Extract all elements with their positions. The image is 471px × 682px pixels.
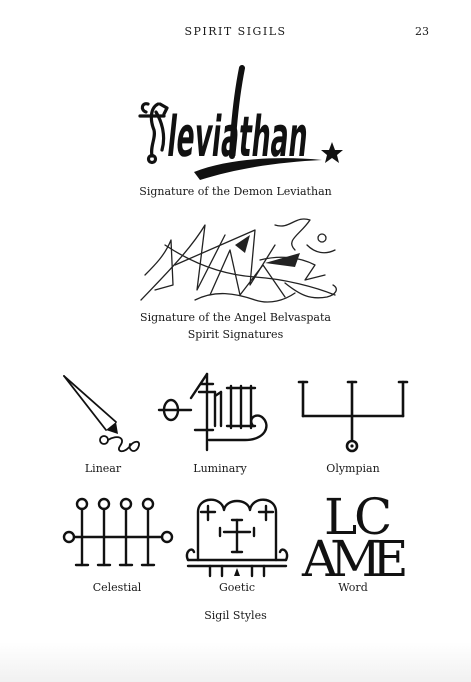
word-sigil-image: L C A M E bbox=[301, 488, 409, 588]
belvaspata-signature-image bbox=[140, 218, 337, 303]
goetic-sigil-image bbox=[185, 498, 289, 578]
style-label-linear: Linear bbox=[84, 462, 122, 475]
word-sigil-letter-m: M bbox=[330, 530, 381, 588]
luminary-sigil-image bbox=[157, 372, 268, 452]
style-label-goetic: Goetic bbox=[218, 581, 256, 594]
style-label-celestial: Celestial bbox=[92, 581, 142, 594]
word-sigil-letter-c: C bbox=[354, 488, 392, 546]
style-label-word: Word bbox=[338, 581, 368, 594]
celestial-sigil-image bbox=[62, 497, 174, 567]
belvaspata-caption: Signature of the Angel Belvaspata bbox=[140, 311, 331, 324]
spirit-signatures-caption: Spirit Signatures bbox=[187, 328, 284, 341]
leviathan-signature-image: leviathan bbox=[138, 65, 343, 180]
leviathan-caption: Signature of the Demon Leviathan bbox=[139, 185, 332, 198]
olympian-sigil-image bbox=[297, 380, 409, 453]
page-bottom-shadow bbox=[0, 642, 471, 682]
style-label-luminary: Luminary bbox=[193, 462, 247, 475]
style-label-olympian: Olympian bbox=[326, 462, 380, 475]
sigil-styles-caption: Sigil Styles bbox=[204, 609, 267, 622]
word-sigil-letter-a: A bbox=[301, 530, 339, 588]
page-number: 23 bbox=[415, 25, 429, 38]
word-sigil-letter-e: E bbox=[372, 530, 409, 588]
running-head-title: SPIRIT SIGILS bbox=[184, 25, 287, 38]
word-sigil-letter-l: L bbox=[324, 488, 357, 546]
linear-sigil-image bbox=[63, 375, 140, 453]
